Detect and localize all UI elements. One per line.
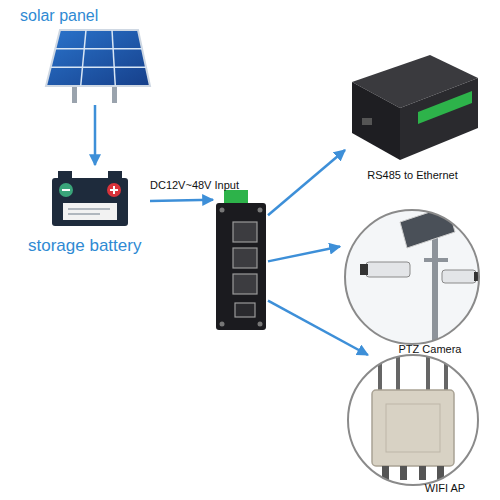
battery-body [52, 178, 128, 226]
negative-pole [59, 183, 73, 197]
minus-sign [62, 189, 70, 191]
device-node: PTZ Camera [340, 200, 490, 355]
solar-panel-illustration [46, 30, 150, 103]
sfp-port [235, 303, 255, 317]
rs485-converter-illustration [352, 55, 478, 160]
box-front [352, 82, 400, 160]
plate-line [68, 213, 100, 215]
injector-illustration [216, 190, 266, 330]
battery-terminal [58, 171, 72, 179]
antenna [396, 354, 400, 392]
battery-terminal [108, 171, 122, 179]
bracket [424, 258, 448, 262]
panel-face [46, 30, 150, 86]
arrow-connector [150, 200, 213, 201]
screw [258, 208, 263, 213]
device-node: RS485 to Ethernet [345, 48, 480, 183]
node-label: WIFI AP [400, 482, 490, 495]
ap-circle [348, 355, 478, 485]
ap-connector [400, 466, 407, 480]
node-label: PTZ Camera [380, 343, 480, 356]
ap-connector [419, 466, 426, 480]
antenna [444, 354, 448, 392]
antenna [426, 354, 430, 392]
ap-housing [372, 390, 454, 466]
terminal-strip [418, 91, 472, 124]
box-side [400, 78, 478, 160]
positive-pole [107, 183, 121, 197]
port [362, 118, 372, 125]
camera-lens [360, 264, 368, 275]
screw [258, 322, 263, 327]
panel-grid [112, 30, 115, 86]
arrow-connector [268, 247, 340, 262]
wifi-ap-illustration [348, 354, 478, 485]
edge-label: DC12V~48V Input [150, 179, 310, 192]
poe-injector-node [213, 190, 268, 330]
rj45-port [233, 274, 257, 294]
node-label: RS485 to Ethernet [345, 169, 480, 182]
battery-label-plate [63, 203, 117, 220]
arrow-connector [94, 105, 97, 165]
plate-line [68, 208, 110, 210]
ap-panel [386, 404, 440, 452]
arrow-connector [268, 301, 368, 355]
node-label: solar panel [20, 7, 150, 25]
screw [220, 208, 225, 213]
camera-body [442, 270, 476, 283]
arrow-connector [268, 150, 345, 215]
screw [220, 322, 225, 327]
ap-circle-fill [348, 355, 478, 485]
panel-grid [51, 67, 146, 69]
node-label: storage battery [28, 236, 150, 256]
panel-grid [55, 48, 142, 50]
antenna [378, 354, 382, 392]
plus-sign [113, 186, 115, 194]
ptz-camera-illustration [345, 206, 480, 355]
camera-circle [345, 210, 479, 344]
panel-grid [81, 30, 86, 86]
solar-panel-node: solar panel [20, 5, 150, 105]
battery-illustration [52, 171, 128, 226]
rj45-port [233, 248, 257, 268]
rj45-port [233, 222, 257, 242]
injector-body [216, 203, 266, 330]
terminal-block [224, 190, 248, 204]
camera-body [366, 262, 410, 277]
device-node: WIFI AP [340, 355, 495, 497]
battery-node: storage battery [25, 165, 150, 257]
